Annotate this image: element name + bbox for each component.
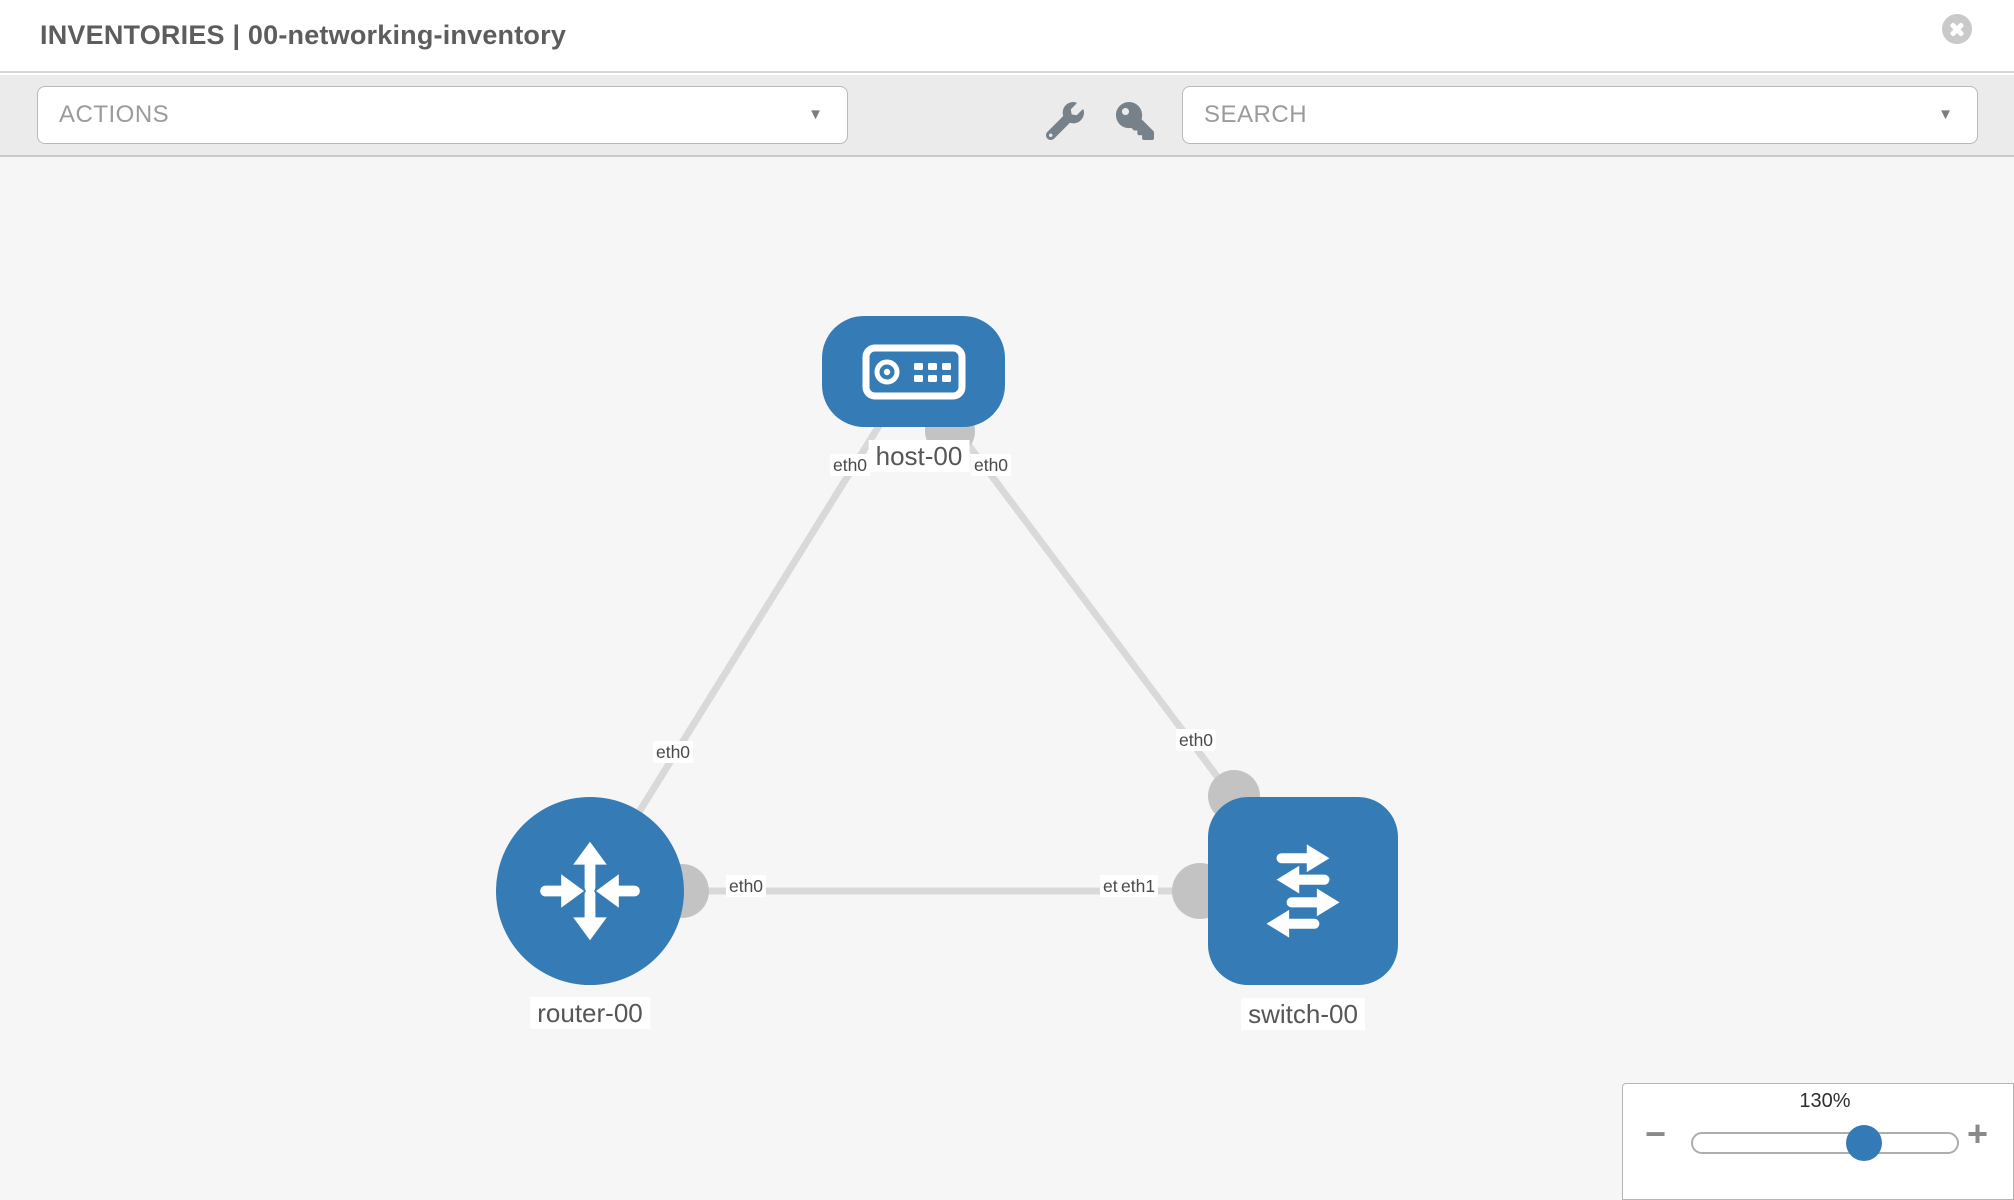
toolbar: ACTIONS ▼ SEARCH ▼ xyxy=(0,75,2014,157)
node-label-switch-00: switch-00 xyxy=(1241,998,1365,1030)
key-icon xyxy=(1116,102,1154,140)
wrench-icon xyxy=(1046,102,1084,140)
zoom-out-button[interactable]: − xyxy=(1645,1113,1667,1154)
zoom-slider-handle[interactable] xyxy=(1846,1125,1882,1161)
search-dropdown[interactable]: SEARCH ▼ xyxy=(1182,86,1978,144)
chevron-down-icon: ▼ xyxy=(808,106,823,123)
node-label-router-00: router-00 xyxy=(530,997,650,1029)
header: INVENTORIES | 00-networking-inventory xyxy=(0,0,2014,73)
topology-canvas[interactable]: host-00 router-00 switch-00 eth0 eth0 et… xyxy=(0,157,2014,1200)
iface-label-host-left: eth0 xyxy=(829,454,871,476)
actions-dropdown-label: ACTIONS xyxy=(59,101,170,128)
configure-button[interactable] xyxy=(1043,99,1087,143)
page-title: INVENTORIES | 00-networking-inventory xyxy=(40,20,567,50)
credentials-button[interactable] xyxy=(1113,99,1157,143)
node-switch-00[interactable] xyxy=(1208,797,1398,985)
zoom-control-panel: 130% − + xyxy=(1622,1083,2014,1200)
zoom-in-button[interactable]: + xyxy=(1967,1113,1989,1154)
links-layer xyxy=(587,368,1306,895)
actions-dropdown[interactable]: ACTIONS ▼ xyxy=(37,86,848,144)
iface-label-router-right: eth0 xyxy=(725,875,767,897)
iface-label-host-right: eth0 xyxy=(970,454,1012,476)
zoom-level-value: 130% xyxy=(1799,1090,1851,1112)
host-icon xyxy=(862,344,965,399)
router-icon xyxy=(540,841,640,941)
search-placeholder: SEARCH xyxy=(1204,101,1308,128)
node-label-host-00: host-00 xyxy=(868,440,970,472)
switch-icon xyxy=(1266,844,1340,938)
close-icon[interactable] xyxy=(1942,14,1972,44)
iface-label-router-top: eth0 xyxy=(652,741,694,763)
iface-label-switch-top: eth0 xyxy=(1175,729,1217,751)
zoom-slider-track[interactable] xyxy=(1691,1132,1959,1154)
chevron-down-icon: ▼ xyxy=(1938,106,1953,123)
node-router-00[interactable] xyxy=(496,797,684,985)
iface-label-switch-eth1: eth1 xyxy=(1118,875,1159,897)
node-host-00[interactable] xyxy=(822,316,1005,427)
